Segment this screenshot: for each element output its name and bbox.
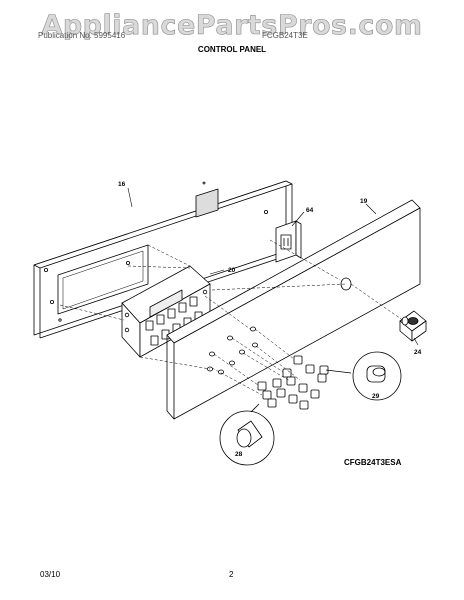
detail-29: [325, 351, 402, 401]
switch-part: [399, 310, 427, 342]
callout-64: 64: [306, 207, 314, 214]
model-number: FCGB24T3E: [262, 31, 308, 40]
footer-date: 03/10: [40, 570, 61, 579]
page-title: CONTROL PANEL: [197, 45, 267, 54]
watermark-logo: AppliancePartsPros.com: [41, 10, 423, 42]
control-board-part: [121, 265, 211, 358]
callout-19: 19: [360, 198, 368, 205]
buttons-and-screws: [207, 326, 329, 410]
page-number: 2: [229, 570, 234, 579]
callout-24: 24: [414, 349, 422, 356]
publication-number: Publication No. 5995416: [38, 31, 126, 40]
callout-28: 28: [235, 451, 243, 458]
front-panel-part: [166, 199, 421, 420]
diagram-model-code: CFGB24T3ESA: [344, 458, 402, 467]
callout-16: 16: [118, 181, 126, 188]
detail-28: [219, 403, 275, 466]
callout-29: 29: [372, 393, 380, 400]
back-panel-part: [33, 180, 293, 339]
callout-20: 20: [228, 267, 236, 274]
